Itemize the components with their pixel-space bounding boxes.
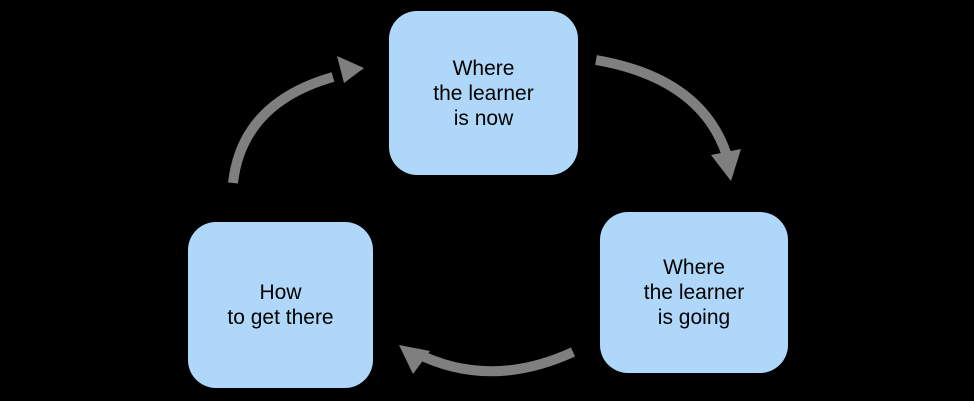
node-text-line: Where bbox=[663, 256, 725, 279]
node-how-to-get-there: How to get there bbox=[188, 222, 373, 388]
node-text-line: the learner bbox=[643, 281, 745, 304]
node-text-line: is now bbox=[453, 106, 514, 130]
node-text-line: the learner bbox=[433, 81, 534, 105]
arrow-now-to-going-icon bbox=[595, 55, 741, 181]
node-text-line: to get there bbox=[227, 306, 334, 329]
node-text-line: How bbox=[259, 281, 302, 304]
node-where-learner-is-going: Where the learner is going bbox=[600, 212, 788, 373]
node-text-line: is going bbox=[657, 306, 731, 329]
node-where-learner-is-now: Where the learner is now bbox=[389, 11, 578, 175]
node-text-line: Where bbox=[452, 56, 515, 80]
arrow-going-to-how-icon bbox=[399, 345, 576, 377]
arrow-how-to-now-icon bbox=[228, 56, 364, 184]
